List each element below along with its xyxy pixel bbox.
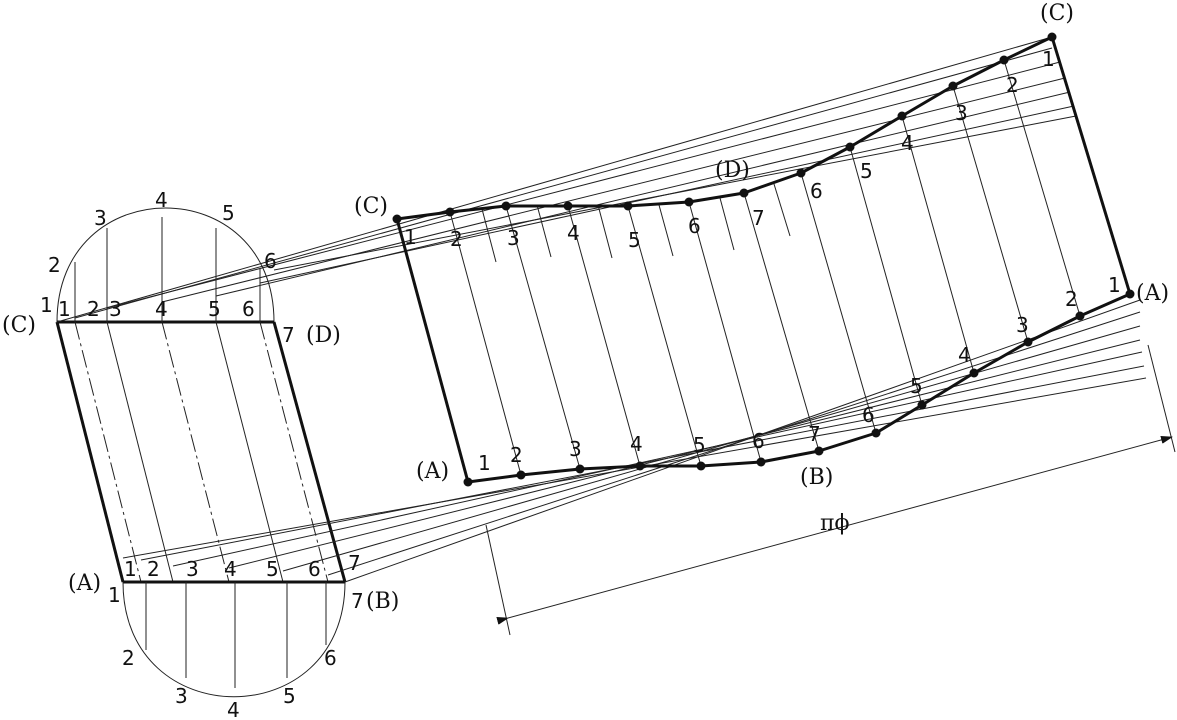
left-label-c: (C) — [2, 313, 36, 338]
upper-num-1: 1 — [404, 225, 417, 249]
dev-label-d: (D) — [715, 158, 750, 183]
upper-curve — [396, 35, 1053, 221]
dimension-ext-right — [1147, 344, 1176, 453]
bottom-chord-num-3: 3 — [186, 557, 199, 581]
lower-right-num-6: 6 — [862, 403, 875, 427]
bottom-arc-num-6: 6 — [324, 646, 337, 670]
dimension-label: πϕ — [820, 511, 849, 536]
lower-num-4: 4 — [630, 432, 643, 456]
upper-num-7: 7 — [752, 206, 765, 230]
lower-right-num-1: 1 — [1108, 273, 1121, 297]
left-label-a: (A) — [68, 571, 101, 596]
right-slant — [272, 321, 347, 583]
dev-right-edge — [1050, 36, 1132, 295]
projection-lines-upper — [56, 36, 1077, 323]
bottom-chord-num-4: 4 — [224, 557, 237, 581]
dev-label-a-left: (A) — [416, 459, 449, 484]
top-chord-num-2: 2 — [87, 297, 100, 321]
top-arc-num-4: 4 — [155, 188, 168, 212]
bottom-arc-num-2: 2 — [122, 646, 135, 670]
bottom-arc-num-3: 3 — [175, 684, 188, 708]
upper-num-6: 6 — [688, 214, 701, 238]
dimension-ext-left — [485, 524, 511, 636]
lower-num-1: 1 — [478, 451, 491, 475]
upper-num-5: 5 — [628, 228, 641, 252]
top-chord-num-4: 4 — [155, 297, 168, 321]
left-generators — [74, 321, 329, 583]
upper-right-num-3: 3 — [955, 101, 968, 125]
lower-num-3: 3 — [569, 437, 582, 461]
top-arc-verticals — [74, 217, 261, 322]
bottom-chord-num-2: 2 — [147, 557, 160, 581]
lower-num-7: 7 — [808, 422, 821, 446]
top-arc-num-2: 2 — [48, 253, 61, 277]
left-label-b: (B) — [366, 589, 399, 614]
top-arc-num-1: 1 — [40, 293, 53, 317]
lower-right-num-2: 2 — [1065, 287, 1078, 311]
lower-right-num-5: 5 — [910, 374, 923, 398]
left-view-labels: (C) (D) (A) (B) 1 2 3 4 5 6 1 2 3 4 5 6 … — [2, 188, 399, 720]
dimension-arrow — [496, 436, 1173, 625]
top-chord-num-7: 7 — [282, 323, 295, 347]
bottom-chord-num-1: 1 — [124, 557, 137, 581]
development-labels: (C) (C) (D) (A) (A) (B) 1 2 3 4 5 6 7 6 … — [354, 1, 1169, 536]
upper-curve-points — [392, 32, 1057, 224]
top-chord-num-1: 1 — [58, 297, 71, 321]
top-chord-num-5: 5 — [208, 297, 221, 321]
lower-right-num-4: 4 — [958, 343, 971, 367]
bottom-arc — [122, 581, 346, 698]
left-view — [55, 207, 347, 698]
lower-num-5: 5 — [693, 433, 706, 457]
lower-num-6: 6 — [752, 429, 765, 453]
upper-right-num-6: 6 — [810, 179, 823, 203]
bottom-chord-num-5: 5 — [266, 557, 279, 581]
left-label-d: (D) — [306, 323, 341, 348]
upper-right-num-2: 2 — [1006, 73, 1019, 97]
dev-label-c-right: (C) — [1040, 1, 1074, 26]
top-arc-num-5: 5 — [222, 201, 235, 225]
bottom-arc-num-5: 5 — [283, 684, 296, 708]
top-arc-num-6: 6 — [264, 249, 277, 273]
dev-label-b: (B) — [800, 465, 833, 490]
bottom-arc-num-1: 1 — [108, 583, 121, 607]
left-slant — [55, 321, 125, 583]
upper-right-num-1: 1 — [1042, 47, 1055, 71]
bottom-arc-num-7: 7 — [351, 589, 364, 613]
bottom-arc-verticals — [145, 582, 327, 688]
lower-num-2: 2 — [510, 443, 523, 467]
dev-generators — [449, 59, 1081, 476]
upper-right-num-4: 4 — [901, 131, 914, 155]
dev-label-c-left: (C) — [354, 194, 388, 219]
upper-num-2: 2 — [450, 227, 463, 251]
bottom-chord-num-6: 6 — [308, 557, 321, 581]
upper-num-4: 4 — [567, 221, 580, 245]
dev-left-edge — [395, 218, 470, 483]
top-chord-num-3: 3 — [109, 297, 122, 321]
upper-num-3: 3 — [507, 226, 520, 250]
lower-right-num-3: 3 — [1016, 313, 1029, 337]
lower-curve-points — [463, 289, 1135, 487]
top-arc-num-3: 3 — [94, 206, 107, 230]
dev-label-a-right: (A) — [1136, 281, 1169, 306]
top-chord-num-6: 6 — [242, 297, 255, 321]
upper-right-num-5: 5 — [860, 159, 873, 183]
bottom-chord-num-7: 7 — [348, 551, 361, 575]
development — [392, 32, 1176, 636]
bottom-arc-num-4: 4 — [227, 698, 240, 720]
